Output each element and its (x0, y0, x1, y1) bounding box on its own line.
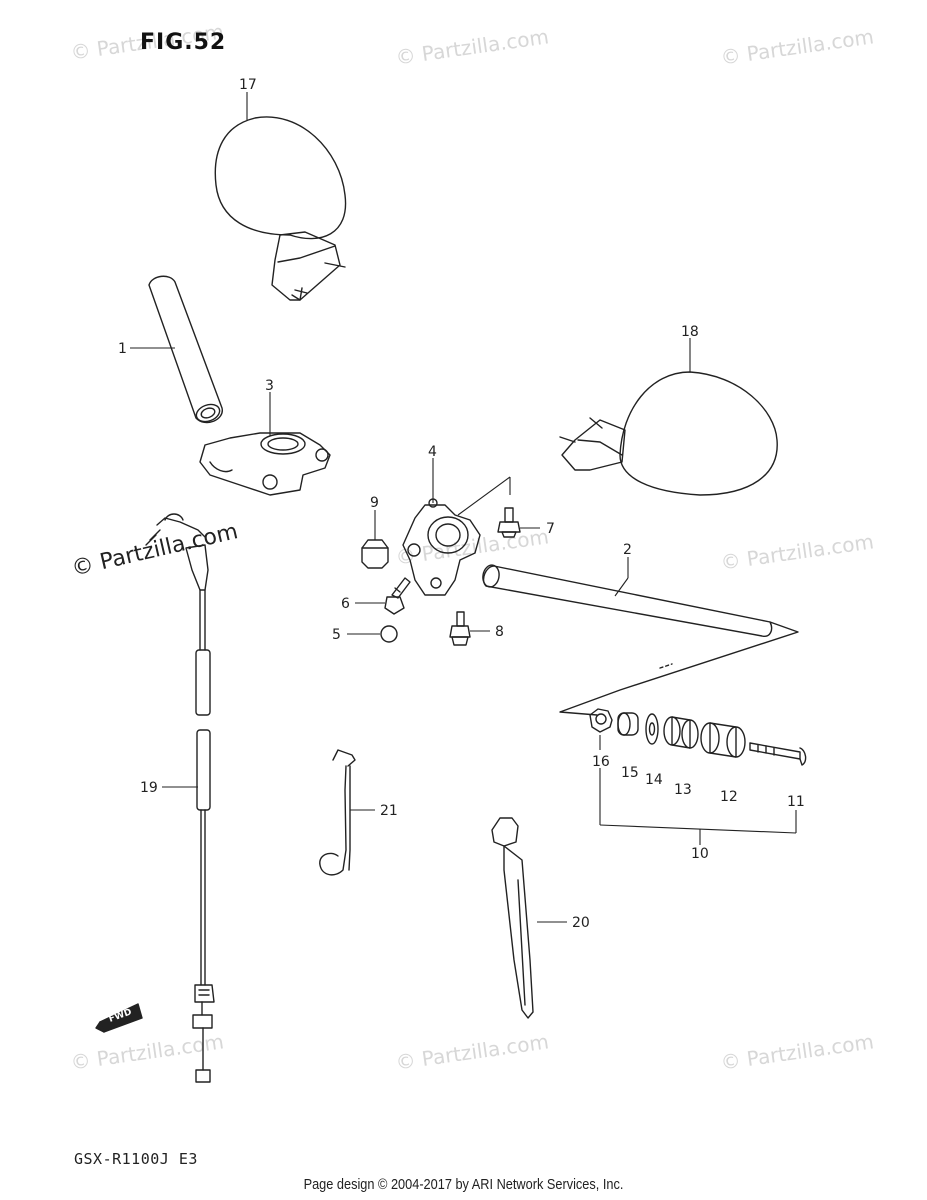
callout-9: 9 (370, 495, 379, 511)
washer-14-part[interactable] (645, 713, 659, 745)
callout-17: 17 (239, 77, 257, 93)
bolt-7-part[interactable] (497, 507, 521, 538)
weight-12-part[interactable] (700, 722, 746, 758)
callout-15: 15 (621, 765, 639, 781)
figure-title: FIG.52 (140, 30, 227, 55)
spacer-16-part[interactable] (589, 708, 613, 733)
handlebar-left-part[interactable] (148, 275, 223, 424)
bolt-6-part[interactable] (384, 577, 411, 615)
callout-3: 3 (265, 378, 274, 394)
callout-13: 13 (674, 782, 692, 798)
screw-11-part[interactable] (749, 742, 807, 766)
callout-12: 12 (720, 789, 738, 805)
mirror-left-part[interactable] (214, 116, 347, 301)
damper-13-part[interactable] (663, 716, 699, 749)
nut-part[interactable] (361, 539, 389, 569)
handlebar-holder-right-part[interactable] (402, 498, 481, 596)
callout-1: 1 (118, 341, 127, 357)
callout-5: 5 (332, 627, 341, 643)
model-code: GSX-R1100J E3 (74, 1150, 198, 1168)
handlebar-holder-left-part[interactable] (199, 432, 331, 496)
page-footer: Page design © 2004-2017 by ARI Network S… (303, 1176, 624, 1193)
bolt-8-part[interactable] (449, 611, 471, 646)
callout-2: 2 (623, 542, 632, 558)
callout-6: 6 (341, 596, 350, 612)
callout-19: 19 (140, 780, 158, 796)
callout-10: 10 (691, 846, 709, 862)
mirror-right-part[interactable] (559, 371, 778, 496)
callout-4: 4 (428, 444, 437, 460)
bushing-15-part[interactable] (617, 712, 639, 736)
callout-11: 11 (787, 794, 805, 810)
callout-7: 7 (546, 521, 555, 537)
throttle-cable-part[interactable] (145, 513, 215, 1083)
spring-clip-part[interactable] (319, 749, 356, 876)
callout-8: 8 (495, 624, 504, 640)
callout-14: 14 (645, 772, 663, 788)
callout-21: 21 (380, 803, 398, 819)
handlebar-right-part[interactable] (481, 564, 799, 716)
callout-20: 20 (572, 915, 590, 931)
forward-arrow-icon (95, 1003, 143, 1033)
callout-16: 16 (592, 754, 610, 770)
ball-part[interactable] (380, 625, 398, 643)
callout-18: 18 (681, 324, 699, 340)
wrench-tool-part[interactable] (491, 817, 534, 1019)
